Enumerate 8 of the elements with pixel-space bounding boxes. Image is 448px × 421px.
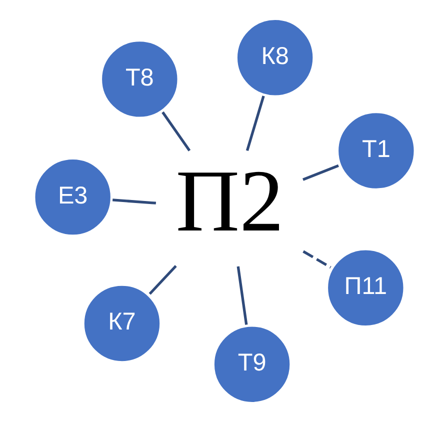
connector [112, 198, 156, 204]
connector [161, 110, 190, 151]
node-text: П2 [175, 152, 284, 250]
connector [302, 250, 331, 268]
connector [148, 264, 176, 294]
connector [302, 164, 338, 180]
connector [236, 266, 248, 324]
connector [245, 95, 264, 150]
